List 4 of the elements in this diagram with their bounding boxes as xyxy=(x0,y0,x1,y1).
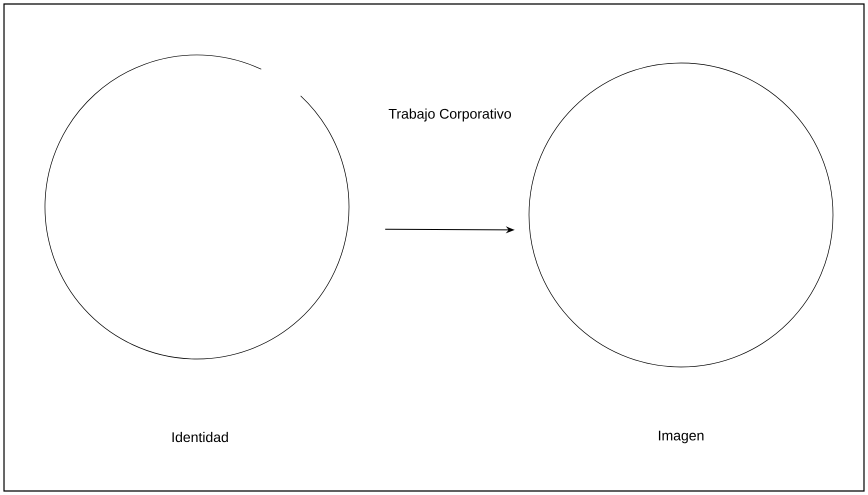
circle xyxy=(528,62,834,368)
label: Imagen xyxy=(658,430,704,444)
label: Identidad xyxy=(172,432,228,442)
label: Trabajo Corporativo xyxy=(388,108,511,122)
